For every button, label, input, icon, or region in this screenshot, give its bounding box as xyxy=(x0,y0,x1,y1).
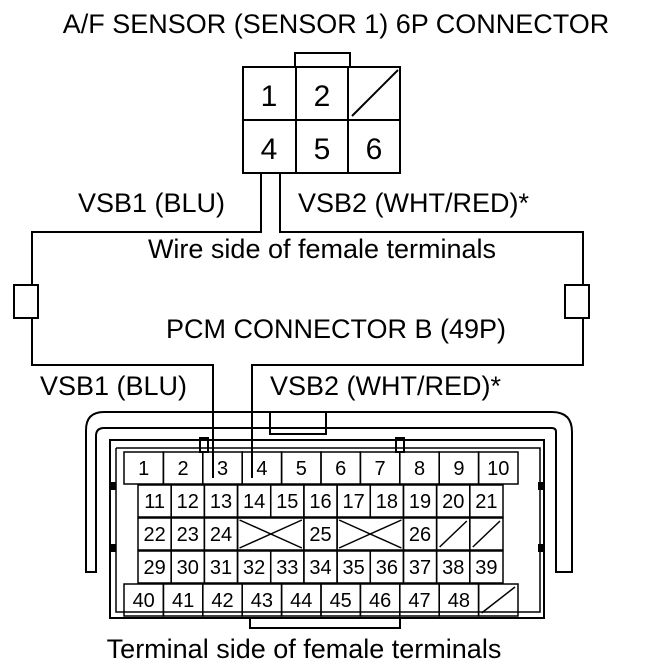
pcm-pin-39-box xyxy=(469,550,504,584)
pcm-vsb2-label: VSB2 (WHT/RED)* xyxy=(270,371,502,401)
pcm-pin-33: 33 xyxy=(276,557,298,579)
pcm-pin-23: 23 xyxy=(177,524,199,546)
wire-bundle xyxy=(13,173,590,478)
pcm-pin-43: 43 xyxy=(251,590,273,612)
pcm-pin-4: 4 xyxy=(256,458,267,480)
pcm-pin-5: 5 xyxy=(296,458,307,480)
pcm-pin-32: 32 xyxy=(243,557,265,579)
pcm-blocked-mark xyxy=(239,519,303,549)
pcm-pin-38: 38 xyxy=(442,557,464,579)
pcm-unused-mark xyxy=(472,520,501,548)
pcm-pin-20: 20 xyxy=(442,491,464,513)
pcm-pin-24: 24 xyxy=(210,524,232,546)
pcm-pin-37: 37 xyxy=(409,557,431,579)
pcm-pin-40: 40 xyxy=(133,590,155,612)
sensor-pin-6: 6 xyxy=(366,133,383,166)
pcm-pin-22: 22 xyxy=(143,524,165,546)
pcm-pin-21-box xyxy=(469,484,504,518)
pcm-unused-mark xyxy=(439,520,468,548)
pcm-unused-cell-box xyxy=(477,583,519,617)
pcm-pin-21: 21 xyxy=(475,491,497,513)
sensor-pin-4: 4 xyxy=(261,133,278,166)
pcm-pin-39: 39 xyxy=(475,557,497,579)
sensor-pin-5: 5 xyxy=(314,133,331,166)
pcm-pin-15: 15 xyxy=(276,491,298,513)
pcm-pin-8: 8 xyxy=(414,458,425,480)
pcm-pin-44: 44 xyxy=(290,590,312,612)
pcm-pin-1: 1 xyxy=(138,458,149,480)
pcm-pin-18: 18 xyxy=(376,491,398,513)
pcm-pin-3: 3 xyxy=(217,458,228,480)
pcm-pin-45: 45 xyxy=(330,590,352,612)
pcm-blocked-mark xyxy=(338,519,402,549)
pcm-pin-11: 11 xyxy=(144,491,165,513)
wire-side-label: Wire side of female terminals xyxy=(148,234,496,264)
sensor-pin-1: 1 xyxy=(261,80,278,113)
pcm-pin-17: 17 xyxy=(343,491,365,513)
pcm-unused-cell-box xyxy=(469,517,504,551)
pcm-pin-9: 9 xyxy=(453,458,464,480)
pcm-pin-7: 7 xyxy=(375,458,386,480)
pcm-pin-29: 29 xyxy=(143,557,165,579)
pcm-pin-19: 19 xyxy=(409,491,431,513)
pcm-pin-31: 31 xyxy=(210,557,232,579)
sensor-vsb1-label: VSB1 (BLU) xyxy=(78,188,225,218)
pcm-pin-14: 14 xyxy=(243,491,265,513)
pcm-unused-mark xyxy=(481,586,516,614)
pcm-pin-47: 47 xyxy=(408,590,430,612)
pcm-pin-12: 12 xyxy=(177,491,199,513)
pcm-pin-35: 35 xyxy=(343,557,365,579)
pcm-pin-13: 13 xyxy=(210,491,232,513)
pcm-pin-48: 48 xyxy=(448,590,470,612)
af-sensor-6p-connector: 1 2 4 5 6 xyxy=(242,52,401,174)
pcm-connector-title: PCM CONNECTOR B (49P) xyxy=(166,314,506,344)
pcm-pin-25: 25 xyxy=(309,524,331,546)
pcm-pin-10: 10 xyxy=(487,458,509,480)
pcm-pin-42: 42 xyxy=(211,590,233,612)
sensor-vsb2-label: VSB2 (WHT/RED)* xyxy=(298,188,530,218)
diagram-title: A/F SENSOR (SENSOR 1) 6P CONNECTOR xyxy=(63,9,610,39)
pcm-pin-36: 36 xyxy=(376,557,398,579)
pcm-pin-34: 34 xyxy=(309,557,331,579)
pcm-pin-10-box xyxy=(477,451,519,485)
pcm-pin-30: 30 xyxy=(177,557,199,579)
pcm-pin-16: 16 xyxy=(309,491,331,513)
pcm-vsb1-label: VSB1 (BLU) xyxy=(40,371,187,401)
sensor-pin-2: 2 xyxy=(314,80,331,113)
pcm-pin-2: 2 xyxy=(178,458,189,480)
pcm-pin-46: 46 xyxy=(369,590,391,612)
pcm-pin-26: 26 xyxy=(409,524,431,546)
pcm-pin-41: 41 xyxy=(172,590,194,612)
pcm-pin-6: 6 xyxy=(335,458,346,480)
terminal-side-label: Terminal side of female terminals xyxy=(107,634,502,664)
